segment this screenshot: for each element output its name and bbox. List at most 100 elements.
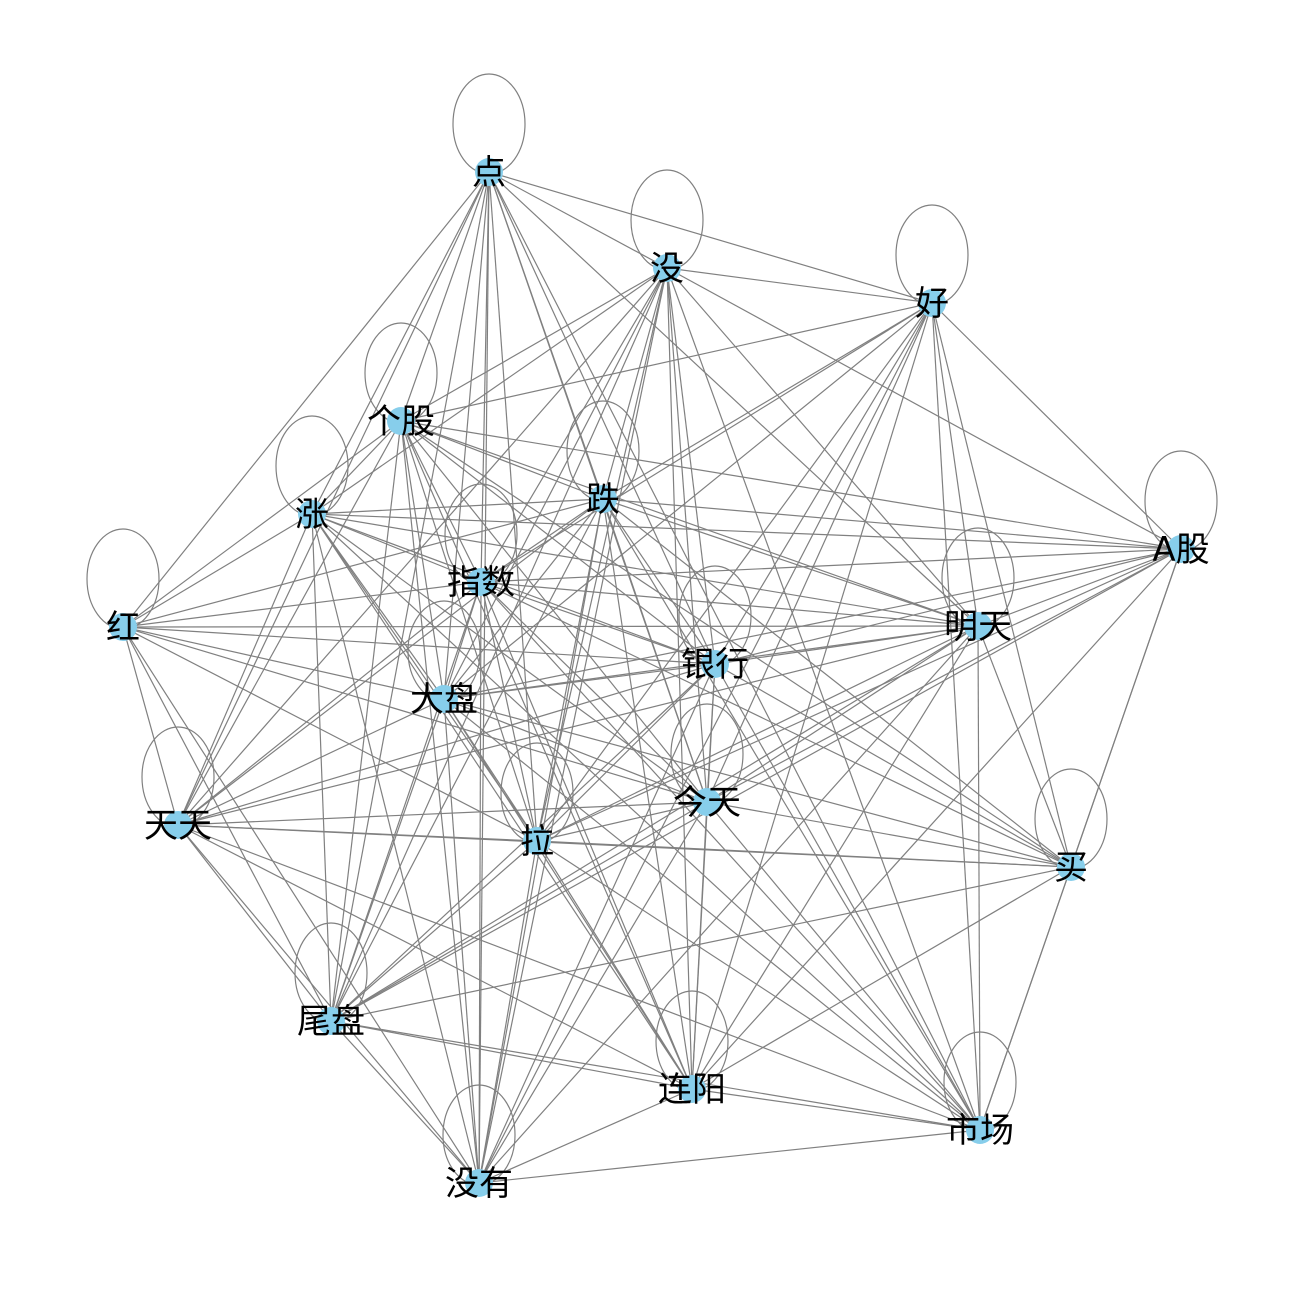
edge-zhishu-jintian (480, 581, 708, 803)
node-label-zhang: 涨 (295, 495, 329, 535)
edge-mei-jintian (666, 267, 708, 803)
edge-zhang-hong (122, 513, 313, 628)
node-zhang[interactable] (298, 500, 326, 528)
edge-agu-weipan (330, 548, 1182, 1022)
edge-la-lianyang (536, 840, 693, 1090)
node-gegu[interactable] (387, 407, 415, 435)
node-agu[interactable] (1167, 535, 1195, 563)
edge-zhishu-shichang (480, 581, 981, 1131)
edge-gegu-lianyang (400, 420, 693, 1090)
edge-gegu-tiantian (177, 420, 402, 826)
edge-gegu-dapan (400, 420, 445, 700)
edge-mingtian-meiyou (478, 625, 979, 1184)
edge-mingtian-shichang (977, 625, 981, 1131)
edge-hong-weipan (122, 626, 332, 1022)
edge-la-meiyou (478, 840, 538, 1184)
edge-die-jintian (602, 498, 708, 803)
edge-zhishu-yinhang (480, 581, 716, 665)
edge-dian-zhang (311, 171, 490, 515)
edge-hao-shichang (931, 302, 981, 1131)
node-label-mei: 没 (650, 249, 684, 289)
edge-yinhang-shichang (714, 663, 981, 1131)
node-yinhang[interactable] (701, 650, 729, 678)
node-meiyou[interactable] (465, 1169, 493, 1197)
edge-hong-tiantian (122, 626, 179, 826)
node-die[interactable] (589, 485, 617, 513)
edge-hong-jintian (122, 626, 708, 803)
edge-mei-hao (666, 267, 933, 304)
edge-hao-gegu (400, 302, 933, 422)
edge-hao-agu (931, 302, 1182, 550)
node-jintian[interactable] (693, 788, 721, 816)
edge-hong-la (122, 626, 538, 842)
edge-yinhang-meiyou (478, 663, 716, 1184)
edge-hao-meiyou (478, 302, 933, 1184)
node-weipan[interactable] (317, 1007, 345, 1035)
edge-yinhang-mai (714, 663, 1072, 868)
edge-mei-die (602, 267, 668, 500)
node-shichang[interactable] (966, 1116, 994, 1144)
node-hong[interactable] (109, 613, 137, 641)
edge-mingtian-lianyang (691, 625, 979, 1090)
edge-dapan-shichang (443, 698, 981, 1131)
edge-die-tiantian (177, 498, 604, 826)
node-label-meiyou: 没有 (445, 1164, 513, 1204)
edge-dian-dapan (443, 171, 490, 700)
edge-lianyang-meiyou (478, 1088, 693, 1184)
edge-jintian-meiyou (478, 801, 708, 1184)
edge-agu-mingtian (977, 548, 1182, 627)
edge-jintian-mai (706, 801, 1072, 868)
edge-weipan-shichang (330, 1020, 981, 1131)
edge-zhishu-hong (122, 581, 482, 628)
node-zhishu[interactable] (467, 568, 495, 596)
node-mei[interactable] (653, 254, 681, 282)
nodes-layer (109, 158, 1195, 1197)
node-label-hao: 好 (915, 284, 949, 324)
edge-dian-hong (122, 171, 490, 628)
node-label-dian: 点 (472, 153, 506, 193)
edge-die-shichang (602, 498, 981, 1131)
node-dian[interactable] (475, 158, 503, 186)
node-label-weipan: 尾盘 (297, 1002, 365, 1042)
edge-dian-hao (488, 171, 933, 304)
edge-agu-lianyang (691, 548, 1182, 1090)
edge-mei-zhang (311, 267, 668, 515)
edge-die-hong (122, 498, 604, 628)
node-mingtian[interactable] (964, 612, 992, 640)
edge-mingtian-weipan (330, 625, 979, 1022)
edge-yinhang-weipan (330, 663, 716, 1022)
edge-die-la (536, 498, 604, 842)
edge-lianyang-shichang (691, 1088, 981, 1131)
edge-hao-mingtian (931, 302, 979, 627)
node-la[interactable] (523, 827, 551, 855)
edge-dapan-tiantian (177, 698, 445, 826)
edge-hong-mingtian (122, 625, 979, 628)
edge-gegu-weipan (330, 420, 402, 1022)
edge-zhishu-lianyang (480, 581, 693, 1090)
edge-mei-mingtian (666, 267, 979, 627)
edge-zhang-lianyang (311, 513, 693, 1090)
edge-gegu-jintian (400, 420, 708, 803)
edge-agu-la (536, 548, 1182, 842)
edge-zhang-dapan (311, 513, 445, 700)
node-lianyang[interactable] (678, 1075, 706, 1103)
edge-dian-mei (488, 171, 668, 269)
edge-die-lianyang (602, 498, 693, 1090)
edge-dian-mingtian (488, 171, 979, 627)
node-tiantian[interactable] (164, 811, 192, 839)
node-hao[interactable] (918, 289, 946, 317)
edge-die-agu (602, 498, 1182, 550)
edge-die-zhishu (480, 498, 604, 583)
edge-gegu-mai (400, 420, 1072, 868)
edge-mai-weipan (330, 866, 1072, 1022)
node-dapan[interactable] (430, 685, 458, 713)
node-label-shichang: 市场 (946, 1111, 1014, 1151)
edge-hao-la (536, 302, 933, 842)
edge-mei-yinhang (666, 267, 716, 665)
edge-tiantian-meiyou (177, 824, 480, 1184)
node-mai[interactable] (1057, 853, 1085, 881)
edge-zhang-meiyou (311, 513, 480, 1184)
edge-zhang-agu (311, 513, 1182, 550)
edge-la-weipan (330, 840, 538, 1022)
node-label-mingtian: 明天 (944, 607, 1012, 647)
